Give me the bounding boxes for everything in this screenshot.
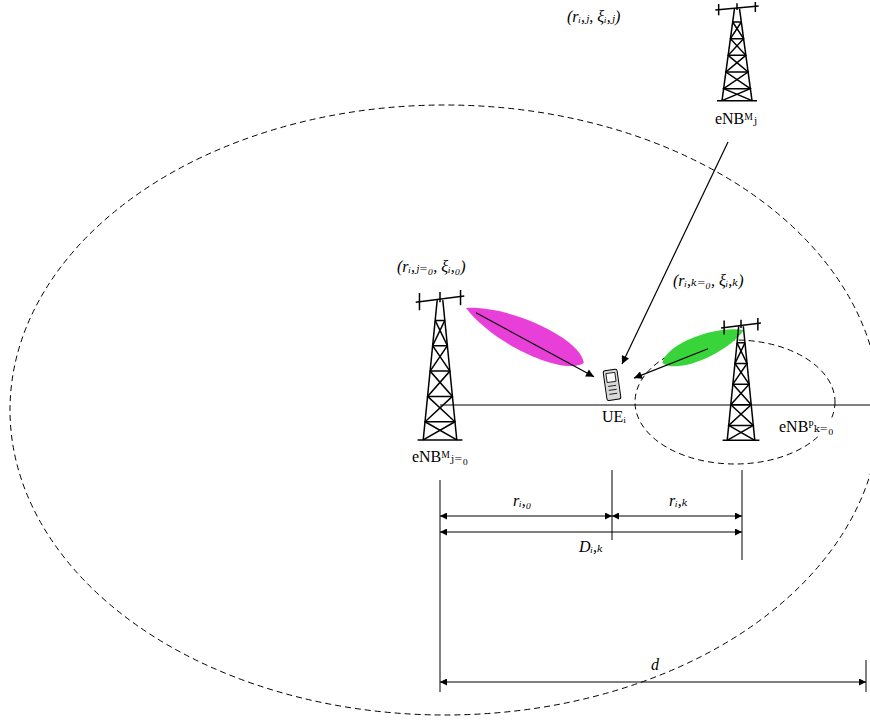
baseline — [440, 405, 870, 406]
dimension-label: rᵢ,₀ — [512, 492, 532, 510]
dimension-lines — [440, 470, 866, 692]
parameter-label: (rᵢ,ⱼ, ξᵢ,ⱼ) — [566, 8, 621, 26]
signal-link — [622, 142, 728, 364]
station-node: (rᵢ,ₖ₌₀, ξᵢ,ₖ)eNBᴾₖ₌₀ — [708, 312, 858, 448]
tower-symbol — [721, 318, 761, 440]
station-node: (rᵢ,ⱼ₌₀, ξᵢ,₀)eNBᴹⱼ₌₀ — [404, 288, 476, 478]
dimension-label: rᵢ,ₖ — [668, 492, 689, 510]
station-name: eNBᴹⱼ — [714, 110, 758, 128]
tower-symbol — [416, 290, 465, 440]
station-node: UEᵢ — [594, 364, 634, 428]
signal-link — [634, 349, 708, 378]
station-name: eNBᴾₖ₌₀ — [778, 418, 835, 436]
station-node: (rᵢ,ⱼ, ξᵢ,ⱼ)eNBᴹⱼ — [696, 0, 776, 142]
station-name: eNBᴹⱼ₌₀ — [411, 448, 469, 466]
signal-link — [476, 313, 594, 377]
dimension-label: Dᵢ,ₖ — [578, 538, 604, 556]
parameter-label: (rᵢ,ₖ₌₀, ξᵢ,ₖ) — [672, 272, 744, 290]
phone-symbol — [603, 369, 621, 401]
station-name: UEᵢ — [601, 408, 627, 426]
dimension-label: d — [650, 656, 660, 674]
macro-cell-boundary — [10, 105, 870, 715]
tower-symbol — [715, 2, 758, 101]
parameter-label: (rᵢ,ⱼ₌₀, ξᵢ,₀) — [396, 258, 467, 276]
